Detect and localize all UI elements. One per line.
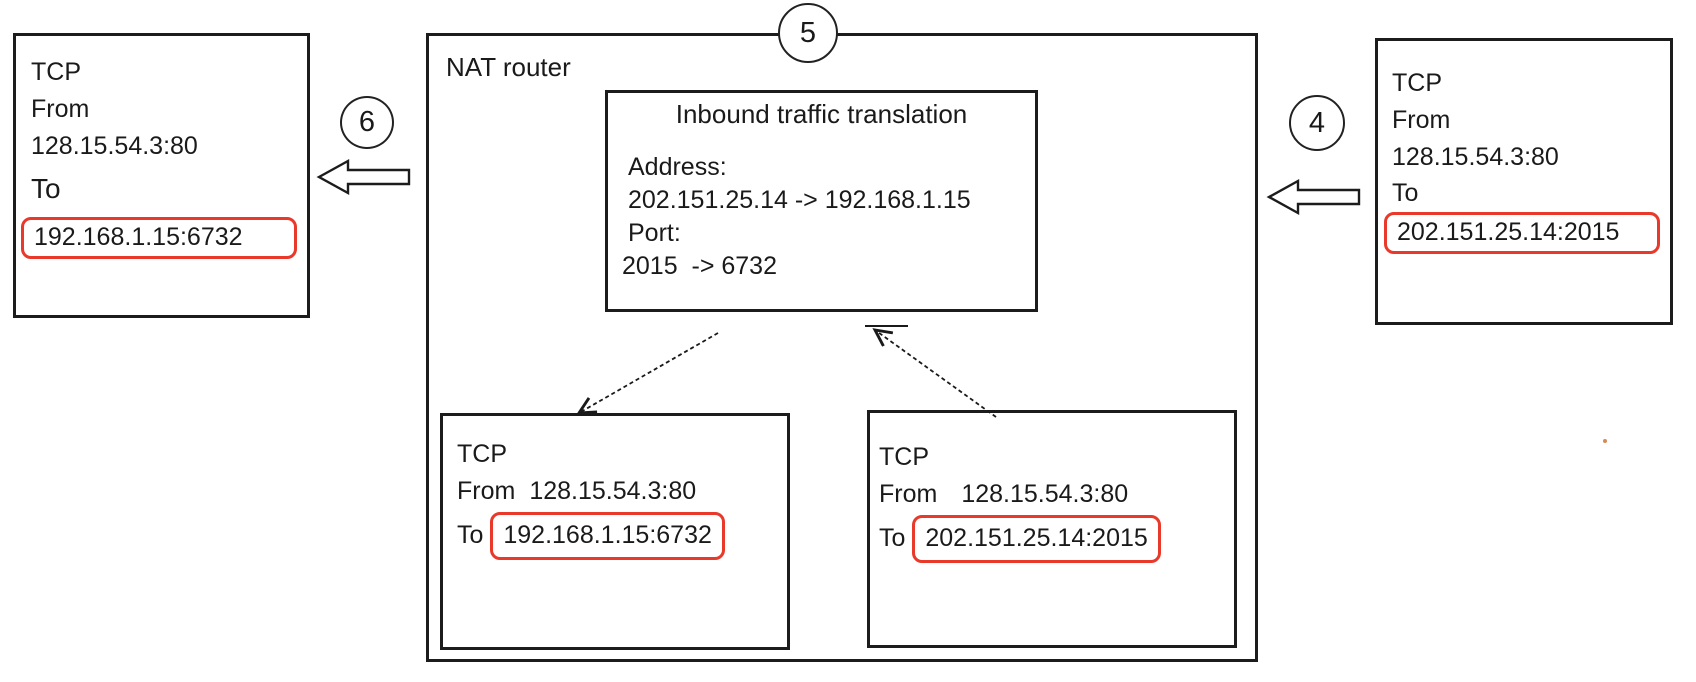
packet-protocol: TCP	[1392, 69, 1442, 97]
step-6-number: 6	[358, 106, 376, 138]
step-5-marker: 5	[778, 3, 838, 63]
packet-to-value: 192.168.1.15:6732	[503, 521, 712, 549]
packet-from-label: From	[1392, 106, 1451, 134]
packet-to-label: To	[879, 524, 906, 552]
step-4-marker: 4	[1289, 95, 1345, 151]
step-5-number: 5	[799, 16, 817, 49]
arrow-wan-packet-to-translation	[865, 325, 997, 418]
wan-incoming-packet-box: TCP From 128.15.54.3:80 To 202.151.25.14…	[1375, 38, 1673, 325]
packet-protocol: TCP	[879, 443, 929, 471]
nat-wan-packet-box: TCP From 128.15.54.3:80 To 202.151.25.14:…	[867, 410, 1237, 648]
packet-from-label: From	[879, 480, 938, 508]
packet-from-label: From	[31, 95, 90, 123]
highlight-frame: 192.168.1.15:6732	[21, 217, 297, 259]
nat-router-box: NAT router Inbound traffic translation A…	[426, 33, 1258, 662]
packet-from-value: 128.15.54.3:80	[1392, 143, 1559, 171]
translation-table-box: Inbound traffic translation Address: 202…	[605, 90, 1038, 312]
packet-protocol: TCP	[31, 58, 81, 86]
nat-lan-packet-box: TCP From 128.15.54.3:80 To 192.168.1.15:6…	[440, 413, 790, 650]
packet-protocol: TCP	[457, 440, 507, 468]
address-mapping: 202.151.25.14 -> 192.168.1.15	[628, 186, 971, 214]
right-block-arrow-icon	[1266, 178, 1361, 216]
left-block-arrow-icon	[316, 158, 411, 196]
packet-from-value: 128.15.54.3:80	[529, 477, 697, 505]
highlight-frame: 192.168.1.15:6732	[490, 512, 725, 560]
step-4-number: 4	[1308, 106, 1326, 139]
packet-from-value: 128.15.54.3:80	[31, 132, 198, 160]
port-mapping: 2015 -> 6732	[622, 252, 777, 280]
highlight-frame: 202.151.25.14:2015	[912, 515, 1161, 563]
translation-table-title: Inbound traffic translation	[675, 99, 968, 129]
translation-flow-arrows	[429, 325, 997, 418]
packet-from-label: From	[457, 477, 516, 505]
packet-to-value: 202.151.25.14:2015	[925, 524, 1148, 552]
red-artifact-dot	[1603, 439, 1607, 443]
nat-router-label: NAT router	[446, 52, 571, 82]
address-label: Address:	[628, 153, 727, 181]
packet-to-label: To	[1392, 179, 1419, 207]
port-label: Port:	[628, 219, 681, 247]
packet-to-value: 202.151.25.14:2015	[1397, 218, 1620, 246]
packet-to-label: To	[31, 173, 61, 204]
step-6-marker: 6	[340, 96, 394, 149]
highlight-frame: 202.151.25.14:2015	[1384, 212, 1660, 254]
arrow-translation-to-lan-packet	[579, 332, 719, 416]
packet-to-value: 192.168.1.15:6732	[34, 223, 243, 251]
packet-from-value: 128.15.54.3:80	[961, 480, 1129, 508]
packet-to-label: To	[457, 521, 484, 549]
lan-host-packet-box: TCP From 128.15.54.3:80 To 192.168.1.15:…	[13, 33, 310, 318]
